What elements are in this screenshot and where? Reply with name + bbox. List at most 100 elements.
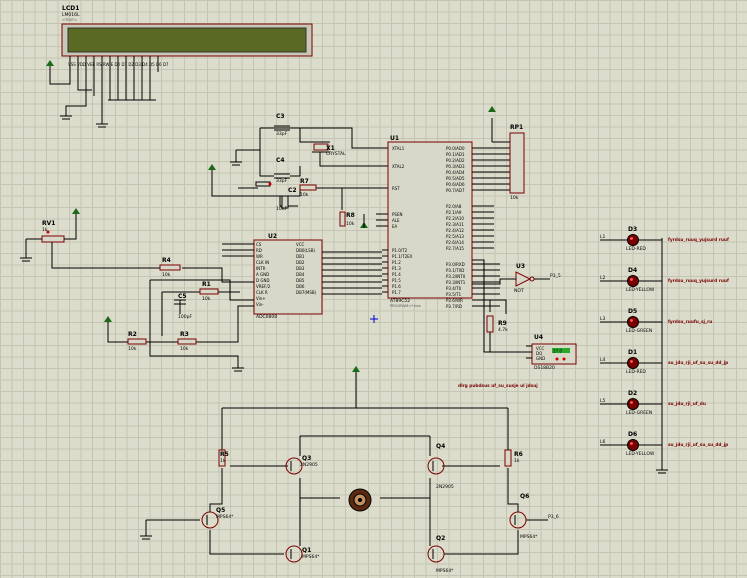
rp1-resistor-pack[interactable]: RP1 10k [488, 106, 525, 201]
u1-pin-p1-5: P1.5 [392, 278, 401, 283]
q2-ref: Q2 [436, 535, 445, 542]
r7-ref: R7 [300, 178, 309, 185]
u4-temp-sensor[interactable]: 27.0 U4 DS18B20 VCC DQ GND R9 4.7k dlrg … [458, 259, 577, 389]
u1-pin-r20: P3.4/T0 [446, 286, 462, 291]
c3-val: 33pF [276, 131, 288, 137]
led-net: L4 [600, 357, 606, 363]
led-ref: D1 [628, 349, 637, 356]
u1-pin-r1: P0.1/AD1 [446, 152, 465, 157]
u4-ref: U4 [534, 334, 543, 341]
q1-part: MPS64* [302, 554, 320, 560]
oscillator-circuit[interactable]: C3 33pF C4 33pF X1 CRYSTAL R7 10k C2 10u… [208, 113, 376, 228]
x1-val: CRYSTAL [326, 151, 346, 157]
u2-pin-r0: VCC [296, 242, 305, 247]
led-part: LED-GREEN [626, 328, 652, 334]
r4-val: 10k [162, 272, 171, 278]
u1-pin-p1-4: P1.4 [392, 272, 401, 277]
c2-ref: C2 [288, 187, 297, 194]
u4-part: DS18B20 [534, 365, 555, 371]
u1-microcontroller[interactable]: U1 AT89C52 PROGRAM=*.hex XTAL1 XTAL2 RST… [376, 135, 510, 309]
led-note: fyrdsu_ruuq_yujsurd ruuf [668, 278, 729, 284]
lcd-module[interactable]: LCD1 LM016L <TEXT> VSS VDD VEE RS RW E D… [46, 5, 313, 128]
u2-pin-r1: DB0(LSB) [296, 248, 315, 253]
lcd-pins: VSS VDD VEE RS RW E D0 D1 D2 D3 D4 D5 D6… [68, 62, 169, 67]
r8-val: 10k [346, 221, 355, 227]
transistor-symbol[interactable] [285, 545, 303, 563]
r1-ref: R1 [202, 281, 211, 288]
lcd-text: <TEXT> [62, 18, 77, 22]
led-d4[interactable] [627, 275, 639, 287]
transistor-symbol[interactable] [285, 457, 303, 475]
u4-pin-dq: DQ [536, 351, 542, 356]
u2-pin-l10: Vin- [256, 302, 264, 307]
u3-ref: U3 [516, 263, 525, 270]
u2-ref: U2 [268, 233, 277, 240]
u1-pin-xtal2: XTAL2 [392, 164, 405, 169]
u1-pin-r0: P0.0/AD0 [446, 146, 465, 151]
u1-pin-r8: P2.0/A8 [446, 204, 462, 209]
transistor-symbol[interactable] [427, 457, 445, 475]
u2-pin-r3: DB2 [296, 260, 305, 265]
u3-part: NOT [514, 288, 524, 294]
transistor-symbol[interactable] [201, 511, 219, 529]
c2-val: 10uF [276, 206, 288, 212]
r2-val: 10k [128, 346, 137, 352]
u1-pin-r10: P2.2/A10 [446, 216, 464, 221]
u4-display: 27.0 [553, 349, 562, 354]
rp1-part: 10k [510, 195, 519, 201]
transistor-symbol[interactable] [427, 545, 445, 563]
u2-pin-l7: VREF/2 [256, 284, 271, 289]
u1-pin-r3: P0.3/AD3 [446, 164, 465, 169]
lcd-ref: LCD1 [62, 5, 79, 12]
led-d6[interactable] [627, 439, 639, 451]
q3-ref: Q3 [302, 455, 311, 462]
led-note: fyrdsu_ruuq_yujsurd ruuf [668, 237, 729, 243]
led-ref: D3 [628, 226, 637, 233]
led-d5[interactable] [627, 316, 639, 328]
led-d1[interactable] [627, 357, 639, 369]
u4-pin-gnd: GND [536, 356, 545, 361]
led-d3[interactable] [627, 234, 639, 246]
r5-ref: R5 [220, 451, 229, 458]
motor-driver[interactable]: R5 1k R6 1k P3_6 Q3 2N2905 Q4 2N2905 Q5 … [140, 366, 559, 574]
led-part: LED-RED [626, 246, 646, 252]
r1-val: 10k [202, 296, 211, 302]
u1-part: AT89C52 [390, 298, 410, 304]
u1-pin-r9: P2.1/A9 [446, 210, 462, 215]
u1-pin-r22: P3.6/WR [446, 298, 463, 303]
u1-sub: PROGRAM=*.hex [390, 304, 422, 308]
u1-pin-ale: ALE [392, 218, 400, 223]
led-d2[interactable] [627, 398, 639, 410]
u1-pin-rst: RST [392, 186, 400, 191]
u1-pin-r5: P0.5/AD5 [446, 176, 465, 181]
c3-ref: C3 [276, 113, 285, 120]
input-network[interactable]: RV1 1k R4 10k R1 10k C5 [20, 208, 254, 372]
rp1-ref: RP1 [510, 124, 523, 131]
u1-ref: U1 [390, 135, 399, 142]
led-part: LED-RED [626, 369, 646, 375]
q4-ref: Q4 [436, 443, 445, 450]
u2-part: ADC0808 [256, 314, 277, 320]
led-ref: D5 [628, 308, 637, 315]
r3-val: 10k [180, 346, 189, 352]
u1-pin-r21: P3.5/T1 [446, 292, 462, 297]
u1-pin-r4: P0.4/AD4 [446, 170, 465, 175]
u1-pin-p1-7: P1.7 [392, 290, 401, 295]
net-label-p35: P3_5 [550, 273, 561, 279]
led-net: L6 [600, 439, 606, 445]
rv1-ref: RV1 [42, 220, 55, 227]
led-net: L1 [600, 234, 606, 240]
u1-pin-psen: PSEN [392, 212, 402, 217]
u3-not-gate[interactable]: U3 NOT P3_5 [472, 263, 561, 294]
q4-part: 2N2905 [436, 484, 454, 490]
led-part: LED-YELLOW [626, 287, 655, 293]
transistor-symbol[interactable] [509, 511, 527, 529]
u2-pin-l5: A GND [256, 272, 269, 277]
r6-val: 1k [514, 458, 520, 464]
u2-pin-l4: INTR [256, 266, 266, 271]
cursor-crosshair [370, 315, 378, 323]
